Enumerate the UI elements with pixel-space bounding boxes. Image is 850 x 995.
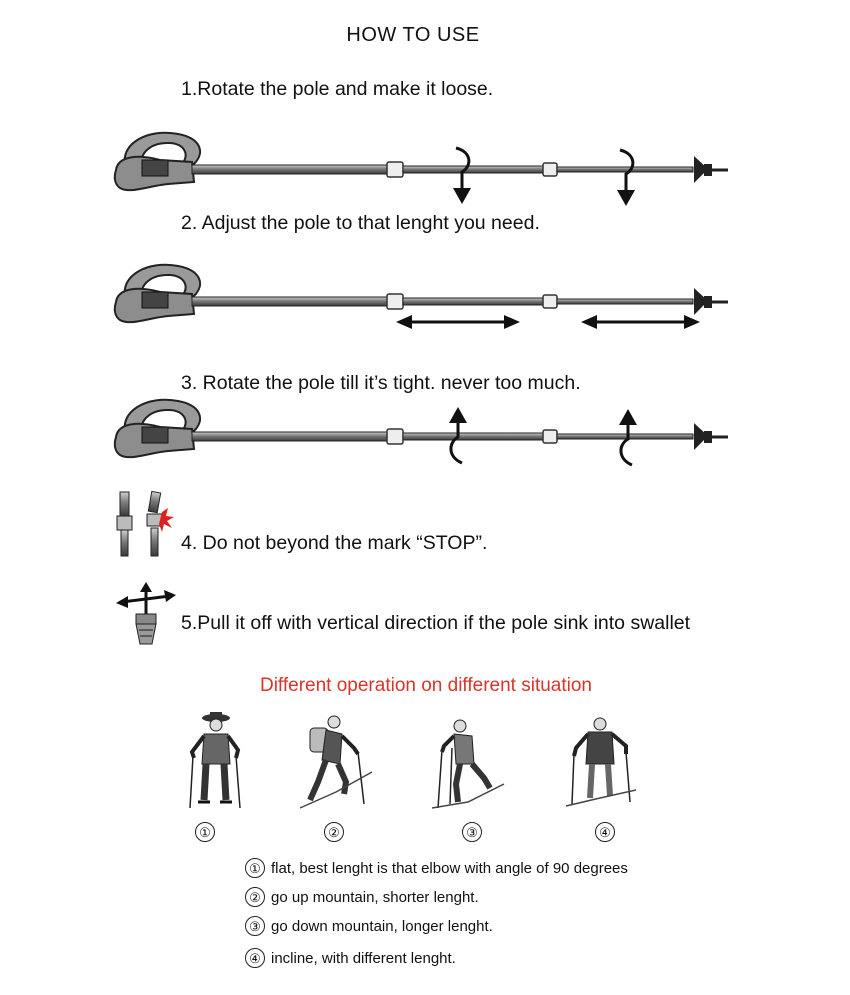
- hiker-flat-icon: [180, 712, 260, 812]
- step-2-text: 2. Adjust the pole to that lenght you ne…: [181, 212, 540, 234]
- situations-title: Different operation on different situati…: [259, 675, 593, 696]
- legend-item-1: ① flat, best lenght is that elbow with a…: [245, 857, 628, 879]
- legend-item-2: ② go up mountain, shorter lenght.: [245, 886, 479, 908]
- legend-number: ④: [245, 948, 265, 968]
- stop-mark-icon: [110, 490, 180, 560]
- figure-number-1: ①: [195, 822, 215, 842]
- step-5-text: 5.Pull it off with vertical direction if…: [181, 612, 691, 634]
- legend-text: go up mountain, shorter lenght.: [271, 888, 479, 906]
- step-1-text: 1.Rotate the pole and make it loose.: [181, 78, 494, 100]
- hiker-incline-icon: [560, 712, 640, 812]
- figure-number-4: ④: [595, 822, 615, 842]
- page-title: HOW TO USE: [346, 24, 480, 46]
- pole-rotate-tighten-icon: [108, 393, 738, 467]
- hiker-downhill-icon: [428, 712, 508, 812]
- legend-text: go down mountain, longer lenght.: [271, 917, 493, 935]
- pole-rotate-loosen-icon: [108, 126, 738, 206]
- figure-number-2: ②: [324, 822, 344, 842]
- step-4-text: 4. Do not beyond the mark “STOP”.: [181, 532, 488, 554]
- pole-adjust-length-icon: [108, 258, 738, 329]
- legend-number: ①: [245, 858, 265, 878]
- legend-text: incline, with different lenght.: [271, 949, 456, 967]
- legend-item-4: ④ incline, with different lenght.: [245, 947, 456, 969]
- legend-number: ②: [245, 887, 265, 907]
- hiker-uphill-icon: [296, 712, 376, 812]
- figure-number-3: ③: [462, 822, 482, 842]
- legend-item-3: ③ go down mountain, longer lenght.: [245, 915, 493, 937]
- step-3-text: 3. Rotate the pole till it’s tight. neve…: [181, 372, 581, 394]
- pull-vertical-icon: [112, 580, 182, 650]
- legend-number: ③: [245, 916, 265, 936]
- legend-text: flat, best lenght is that elbow with ang…: [271, 859, 628, 877]
